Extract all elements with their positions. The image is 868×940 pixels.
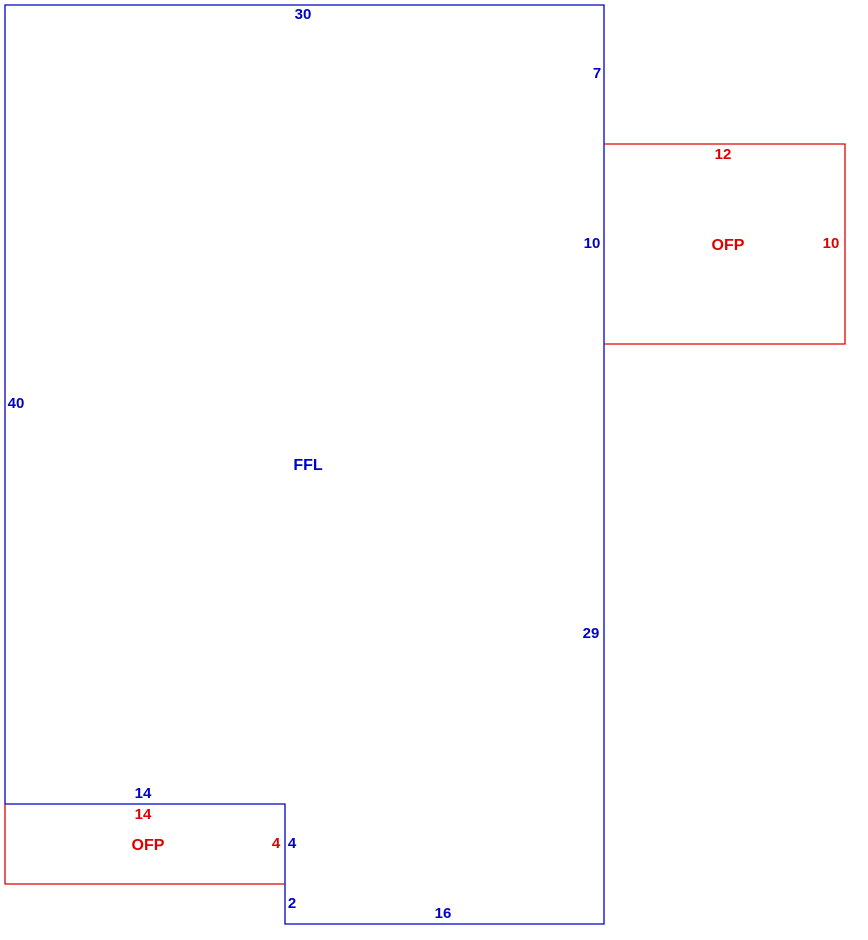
porch-south-dim-top: 14: [135, 806, 152, 823]
porch-east-dim-right: 10: [823, 235, 840, 252]
dim-right-mid: 10: [584, 235, 601, 252]
dim-notch-top: 14: [135, 785, 152, 802]
dim-bottom: 16: [435, 905, 452, 922]
area-code-ofp-south: OFP: [132, 837, 165, 854]
porch-east-dim-top: 12: [715, 146, 732, 163]
dim-right-upper: 7: [593, 65, 601, 82]
dim-top: 30: [295, 6, 312, 23]
ofp-east-outline: [604, 143, 846, 345]
area-code-ofp-east: OFP: [712, 237, 745, 254]
porch-south-dim-right: 4: [272, 835, 281, 852]
dim-left: 40: [8, 395, 25, 412]
dim-notch-right: 4: [288, 835, 297, 852]
ofp-south-outline: [4, 804, 285, 885]
dim-right-lower: 29: [583, 625, 600, 642]
area-code-ffl: FFL: [293, 457, 323, 474]
dim-notch-step: 2: [288, 895, 296, 912]
